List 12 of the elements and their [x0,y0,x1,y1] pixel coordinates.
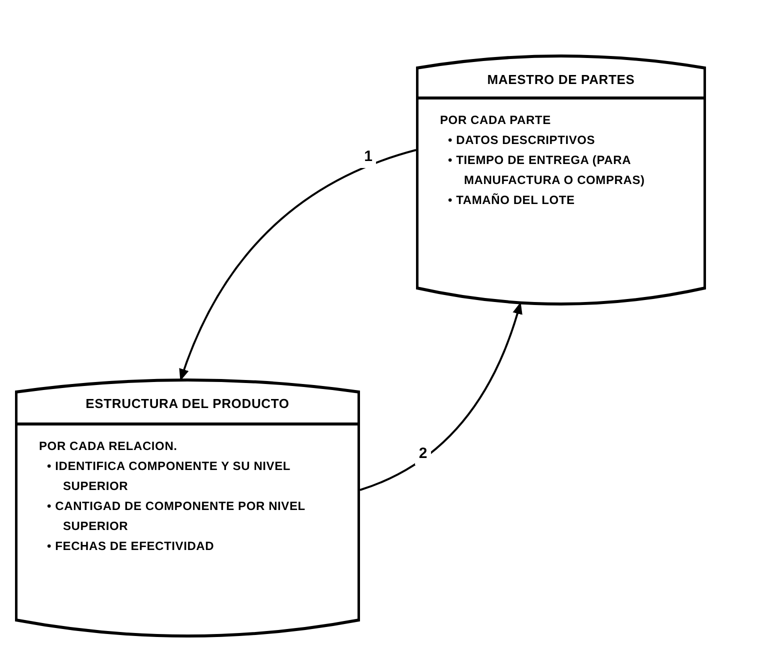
bullet-item: • DATOS DESCRIPTIVOS [448,132,596,149]
node-heading: MAESTRO DE PARTES [486,71,636,89]
bullet-item: • FECHAS DE EFECTIVIDAD [47,538,216,555]
node-text: POR CADA RELACION. [39,438,178,455]
bullet-item: • IDENTIFICA COMPONENTE Y SU NIVEL SUPERIOR [47,458,292,495]
bullet-item: • CANTIGAD DE COMPONENTE POR NIVEL SUPERIOR [47,498,306,535]
node-heading: ESTRUCTURA DEL PRODUCTO [84,395,290,413]
curved-arrow [180,149,416,381]
curved-arrow [360,302,522,491]
node-text: POR CADA PARTE [440,112,552,129]
bullet-item: • TAMAÑO DEL LOTE [448,192,576,209]
bullet-item: • TIEMPO DE ENTREGA (PARA MANUFACTURA O COMPRAS) [448,152,646,189]
